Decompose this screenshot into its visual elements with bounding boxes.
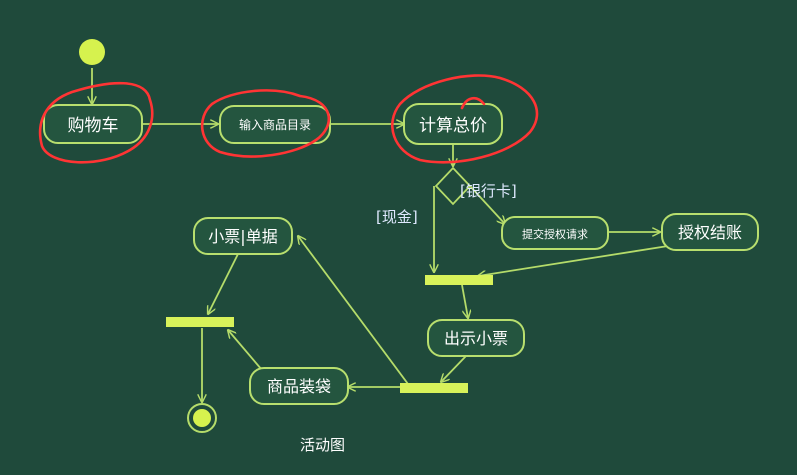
node-bagging-label: 商品装袋 — [267, 377, 331, 396]
node-submit-auth-label: 提交授权请求 — [522, 227, 588, 241]
annotation-tick-total — [460, 96, 486, 110]
merge-bar — [166, 317, 234, 327]
node-receipt-doc-label: 小票|单据 — [208, 227, 277, 246]
edge-join-to-show — [461, 284, 468, 318]
node-cart-label: 购物车 — [68, 116, 119, 136]
edge-fork-to-receipt — [298, 236, 409, 385]
edge-receipt-to-bar — [208, 253, 239, 314]
annotation-circle-total — [391, 74, 539, 164]
edge-decision-bank — [469, 185, 505, 224]
end-node-outer — [187, 403, 217, 433]
node-input-catalog-label: 输入商品目录 — [239, 117, 311, 132]
fork-bar — [400, 383, 468, 393]
node-submit-auth: 提交授权请求 — [501, 216, 609, 250]
annotation-circle-input — [200, 89, 331, 158]
node-cart: 购物车 — [43, 104, 143, 144]
node-total: 计算总价 — [403, 103, 503, 145]
diagram-caption: 活动图 — [300, 436, 345, 454]
node-receipt-doc: 小票|单据 — [193, 217, 293, 255]
edge-auth-to-join — [478, 245, 669, 276]
node-auth-checkout-label: 授权结账 — [678, 223, 742, 242]
node-bagging: 商品装袋 — [249, 367, 349, 405]
edge-bagging-to-bar — [228, 330, 263, 371]
guard-cash: [现金] — [376, 208, 418, 226]
end-node-inner — [193, 409, 211, 427]
decision-node — [434, 166, 472, 206]
start-node — [79, 39, 105, 65]
node-show-receipt: 出示小票 — [427, 319, 525, 357]
node-show-receipt-label: 出示小票 — [444, 329, 508, 348]
node-total-label: 计算总价 — [419, 116, 487, 136]
annotation-marks — [38, 74, 539, 164]
node-auth-checkout: 授权结账 — [661, 213, 759, 251]
node-input-catalog: 输入商品目录 — [219, 105, 331, 144]
guard-bank-card: [银行卡] — [460, 182, 517, 200]
join-bar — [425, 275, 493, 285]
edges — [92, 68, 669, 402]
annotation-circle-cart — [38, 81, 154, 164]
edge-show-to-fork — [441, 355, 467, 382]
